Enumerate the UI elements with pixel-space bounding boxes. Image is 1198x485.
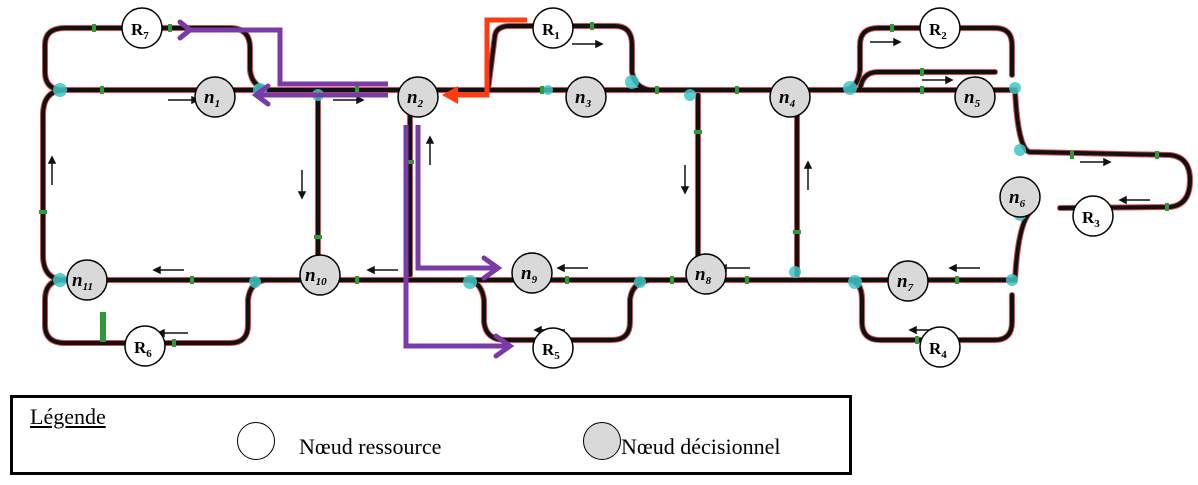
decision-node-legend-label: Nœud décisionnel <box>621 434 781 459</box>
decision-node-n7: n7 <box>887 260 929 302</box>
svg-text:n11: n11 <box>72 270 93 293</box>
resource-node-r2: R2 <box>919 7 961 49</box>
resource-node-r3: R3 <box>1072 195 1114 237</box>
decision-node-n11: n11 <box>66 259 108 301</box>
route-orange <box>442 17 527 104</box>
decision-nodes: n1 n2 n3 n4 n5 n6 n7 n8 <box>66 76 1041 302</box>
decision-node-swatch <box>583 422 621 460</box>
svg-text:n2: n2 <box>407 87 424 110</box>
direction-arrows <box>47 37 1150 338</box>
svg-text:R7: R7 <box>131 20 149 42</box>
route-purple <box>177 19 515 359</box>
resource-node-r7: R7 <box>121 7 163 49</box>
svg-text:n8: n8 <box>695 264 712 287</box>
track-sensors <box>39 22 1169 347</box>
decision-node-n6: n6 <box>999 176 1041 218</box>
resource-node-swatch <box>237 422 275 460</box>
decision-node-n8: n8 <box>685 253 727 295</box>
svg-text:n4: n4 <box>779 87 796 110</box>
svg-text:n6: n6 <box>1009 187 1026 210</box>
svg-text:n3: n3 <box>575 87 592 110</box>
resource-node-r4: R4 <box>919 326 961 368</box>
svg-text:n9: n9 <box>521 263 538 286</box>
legend-title: Légende <box>30 404 106 429</box>
resource-node-legend-label: Nœud ressource <box>299 434 442 459</box>
svg-text:n10: n10 <box>305 265 327 288</box>
svg-text:R6: R6 <box>134 338 152 360</box>
resource-nodes: R7 R1 R2 R3 R4 R5 R6 <box>121 7 1114 369</box>
resource-node-r5: R5 <box>532 327 574 369</box>
decision-node-n5: n5 <box>954 76 996 118</box>
svg-text:R2: R2 <box>929 20 947 42</box>
svg-text:n5: n5 <box>964 87 981 110</box>
svg-text:R4: R4 <box>929 339 947 361</box>
decision-node-n9: n9 <box>511 252 553 294</box>
transport-network-diagram: R7 R1 R2 R3 R4 R5 R6 n1 <box>39 7 1193 369</box>
decision-node-n3: n3 <box>565 76 607 118</box>
legend-box: Légende Nœud ressource Nœud décisionnel <box>10 395 852 475</box>
resource-node-r1: R1 <box>532 7 574 49</box>
svg-text:R5: R5 <box>542 340 560 362</box>
svg-text:n1: n1 <box>204 87 220 110</box>
svg-text:n7: n7 <box>897 271 914 294</box>
resource-node-r6: R6 <box>124 325 166 367</box>
svg-text:R1: R1 <box>542 20 560 42</box>
svg-text:R3: R3 <box>1082 208 1100 230</box>
decision-node-n4: n4 <box>769 76 811 118</box>
decision-node-n2: n2 <box>397 76 439 118</box>
decision-node-n1: n1 <box>194 76 236 118</box>
decision-node-n10: n10 <box>299 254 341 296</box>
